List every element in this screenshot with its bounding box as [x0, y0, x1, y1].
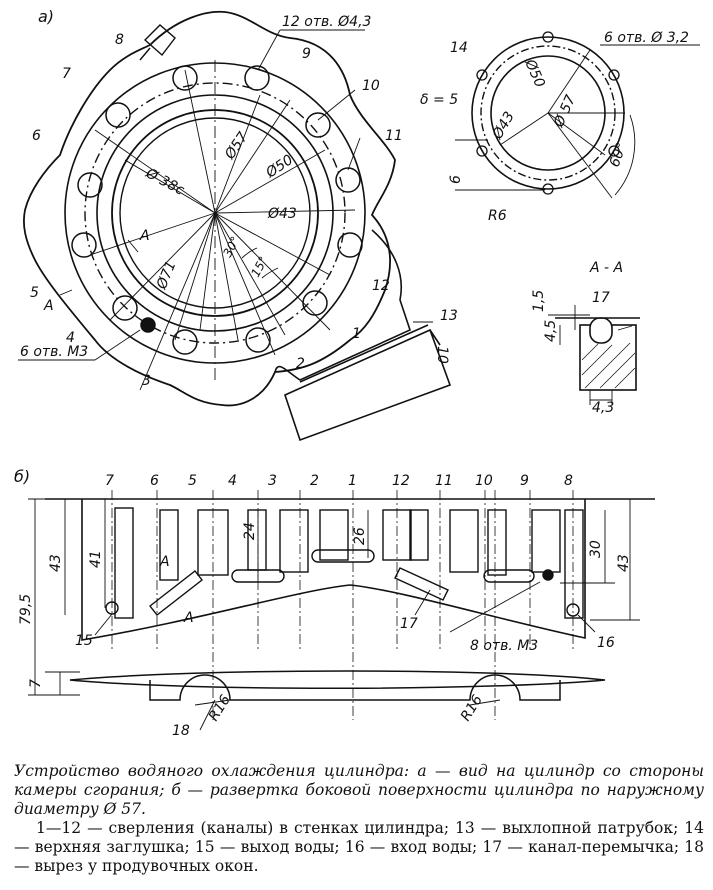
dim-7: 7 — [28, 679, 44, 688]
section-mark-a1: А — [139, 228, 150, 244]
num-1: 1 — [352, 326, 361, 342]
dim-30: 30 — [588, 540, 604, 558]
development-outline — [81, 499, 586, 641]
channel-num-2: 2 — [310, 473, 319, 489]
view-a-drawing — [18, 10, 452, 442]
plug-angle: 60° — [607, 141, 631, 170]
drill-holes — [71, 65, 363, 355]
dim-43-right: 43 — [616, 554, 632, 572]
dim-24: 24 — [242, 522, 258, 540]
view-b-drawing — [28, 490, 655, 731]
dim10-label: 10 — [434, 346, 450, 364]
view-a-label: а) — [38, 7, 54, 26]
num-9: 9 — [302, 46, 311, 62]
section-channel-slot — [589, 317, 613, 344]
num-11: 11 — [385, 128, 403, 144]
dim-26: 26 — [352, 527, 368, 545]
num-8: 8 — [115, 32, 124, 48]
caption-main: Устройство водяного охлаждения цилиндра:… — [14, 762, 704, 818]
m3-note-a: 6 отв. М3 — [20, 344, 88, 360]
plug-number: 14 — [450, 40, 468, 56]
channel-num-1: 1 — [348, 473, 357, 489]
section-17: 17 — [592, 290, 610, 306]
channel-num-6: 6 — [150, 473, 159, 489]
d71-label: Ø71 — [153, 259, 179, 293]
view-b-label: б) — [14, 467, 30, 486]
section-aa-drawing — [548, 305, 640, 405]
label-16: 16 — [597, 635, 615, 651]
section-mark-a2: А — [43, 298, 54, 314]
figure-caption: Устройство водяного охлаждения цилиндра:… — [14, 762, 704, 876]
exhaust-arm — [274, 229, 411, 381]
dim-r16-right: R16 — [458, 692, 486, 724]
section-mark-b2: А — [183, 610, 194, 626]
plug-d57: Ø 57 — [551, 93, 580, 131]
channel-num-4: 4 — [228, 473, 237, 489]
water-nipple — [139, 24, 176, 61]
channel-num-10: 10 — [475, 473, 493, 489]
dim-795: 79,5 — [18, 594, 34, 625]
section-d45: 4,5 — [543, 320, 559, 342]
channel-num-9: 9 — [520, 473, 529, 489]
exhaust-pipe — [284, 324, 452, 442]
m3-note-b: 8 отв. М3 — [470, 638, 538, 654]
num-4: 4 — [66, 330, 75, 346]
plug-r6: R6 — [488, 208, 507, 224]
label-15: 15 — [75, 633, 93, 649]
angle15-label: 15° — [248, 254, 270, 279]
plug-d43: Ø43 — [489, 109, 518, 143]
channel-num-11: 11 — [435, 473, 453, 489]
num-5: 5 — [30, 285, 39, 301]
section-d15: 1,5 — [531, 290, 547, 312]
section-title: А - А — [589, 260, 623, 276]
label-18: 18 — [172, 723, 190, 739]
section-mark-b1: А — [159, 554, 170, 570]
circle-d50 — [84, 82, 346, 344]
plug-drawing — [455, 31, 700, 199]
plug-six: 6 — [448, 175, 464, 184]
holes-note-a: 12 отв. Ø4,3 — [282, 14, 371, 30]
d38-label: Ø 38с — [142, 165, 187, 199]
channel-num-3: 3 — [268, 473, 277, 489]
num-7: 7 — [62, 66, 71, 82]
num-12: 12 — [372, 278, 390, 294]
num-3: 3 — [142, 373, 151, 389]
plug-d50: Ø50 — [521, 56, 548, 90]
channel-num-12: 12 — [392, 473, 410, 489]
dim-43-left: 43 — [48, 554, 64, 572]
plug-delta: δ = 5 — [420, 92, 458, 108]
port-strip — [69, 670, 606, 690]
caption-legend: 1—12 — сверления (каналы) в стенках цили… — [14, 819, 704, 875]
channel-slots — [105, 507, 584, 619]
num-2: 2 — [296, 356, 305, 372]
channel-num-8: 8 — [564, 473, 573, 489]
d43-label: Ø43 — [267, 206, 297, 222]
technical-drawing: а) 12 отв. Ø4,3 Ø 38с Ø57 Ø50 Ø43 Ø71 30… — [14, 7, 700, 739]
num-6: 6 — [32, 128, 41, 144]
label-17: 17 — [400, 616, 418, 632]
plug-holes-note: 6 отв. Ø 3,2 — [604, 30, 689, 46]
dim-41: 41 — [88, 550, 104, 568]
num-10: 10 — [362, 78, 380, 94]
channel-num-7: 7 — [105, 473, 114, 489]
d57-label: Ø57 — [221, 129, 251, 163]
channel-num-5: 5 — [188, 473, 197, 489]
port-cutouts — [149, 674, 561, 701]
section-d43: 4,3 — [592, 400, 614, 416]
num-13: 13 — [440, 308, 458, 324]
